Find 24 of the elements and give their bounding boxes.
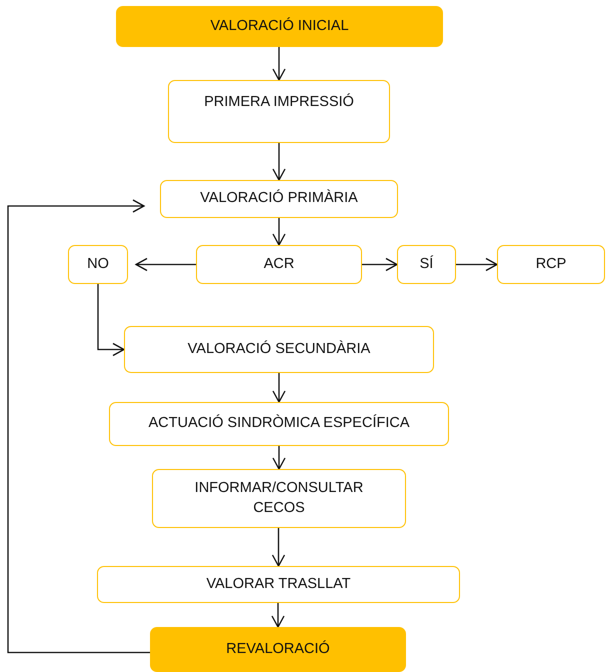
process-box: ACR [196,245,362,284]
arrow [271,603,285,628]
highlighted-step-box: REVALORACIÓ [150,627,406,672]
process-box: PRIMERA IMPRESSIÓ [168,80,390,143]
process-box: VALORACIÓ PRIMÀRIA [160,180,398,218]
arrow [272,373,286,403]
arrow [7,199,150,654]
arrow [362,258,398,272]
arrow [272,143,286,181]
arrow [272,47,286,81]
arrow [97,284,125,356]
process-box: VALORACIÓ SECUNDÀRIA [124,326,434,373]
process-box: VALORAR TRASLLAT [97,566,460,603]
process-box: SÍ [397,245,456,284]
arrow [272,218,286,246]
process-box: NO [68,245,128,284]
arrow [272,446,286,470]
process-box: INFORMAR/CONSULTAR CECOS [152,469,406,528]
process-box: RCP [497,245,605,284]
arrow [135,258,196,272]
arrow [272,528,286,567]
process-box: ACTUACIÓ SINDRÒMICA ESPECÍFICA [109,402,449,446]
arrow [456,258,498,272]
highlighted-step-box: VALORACIÓ INICIAL [116,6,443,47]
